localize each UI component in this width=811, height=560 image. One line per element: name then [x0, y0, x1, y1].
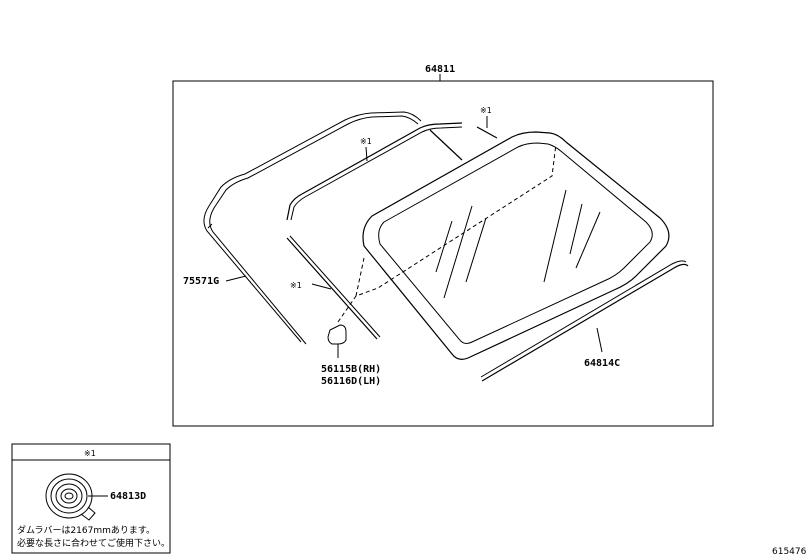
sealer-note-mid: ※1 [360, 137, 372, 146]
windshield-glass-outer [362, 131, 670, 360]
callout-stopper-lh: 56116D(LH) [321, 376, 381, 387]
sealer-note-left: ※1 [290, 281, 302, 290]
leader-64814C [596, 327, 603, 353]
lower-molding-strip [481, 263, 689, 382]
callout-64814C: 64814C [584, 358, 620, 369]
leader-side-sealer [311, 283, 332, 290]
inset-frame [11, 443, 171, 554]
callout-64811: 64811 [425, 64, 455, 75]
outer-molding-joint [207, 223, 213, 229]
stopper-position-leader [337, 143, 557, 323]
stopper-position-leader-2 [355, 257, 365, 297]
outer-molding-strip-inner [203, 111, 422, 343]
windshield-glass-inner [378, 142, 653, 344]
upper-sealer-strip [286, 122, 463, 221]
lower-molding-strip-edge [480, 260, 687, 378]
leader-upper-sealer [365, 146, 368, 162]
inset-header: ※1 [84, 449, 96, 458]
sealer-note-top: ※1 [480, 106, 492, 115]
callout-64813D: 64813D [110, 491, 146, 502]
glass-reflection-marks [435, 189, 601, 299]
stopper-clip [327, 324, 347, 345]
inset-note-line2: 必要な長さに合わせてご使用下さい。 [17, 537, 170, 549]
leader-75571G [225, 275, 247, 282]
callout-75571G: 75571G [183, 276, 219, 287]
upper-sealer-strip-edge [290, 126, 463, 221]
callout-stopper-rh: 56115B(RH) [321, 364, 381, 375]
inset-note-line1: ダムラバーは2167mmあります。 [17, 524, 155, 536]
side-sealer-strip-edge [289, 235, 381, 338]
outer-molding-strip [209, 115, 419, 345]
main-diagram-frame [172, 80, 714, 427]
upper-sealer-strip-right [429, 129, 463, 161]
corner-sealer-strip [476, 126, 498, 139]
figure-id: 615476 [772, 547, 807, 557]
side-sealer-strip [286, 237, 378, 340]
dam-rubber-coil [45, 473, 96, 521]
